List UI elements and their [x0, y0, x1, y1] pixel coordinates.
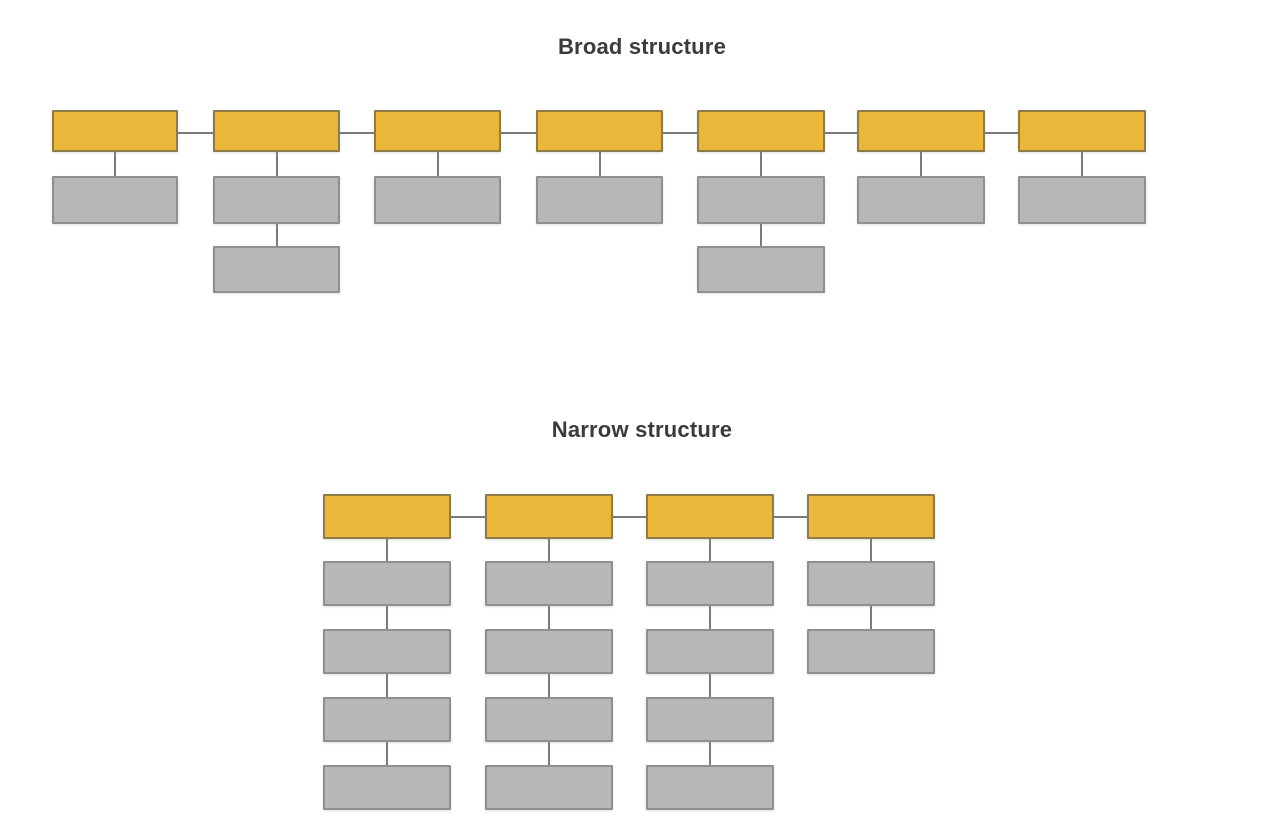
peer-connector-broad-4-to-5 — [663, 132, 697, 134]
sub-node-narrow-3-level-4[interactable] — [646, 765, 774, 810]
lead-node-broad-7[interactable] — [1018, 110, 1146, 152]
report-connector-narrow-2-level-1 — [548, 539, 550, 561]
peer-connector-broad-5-to-6 — [825, 132, 857, 134]
sub-node-narrow-3-level-1[interactable] — [646, 561, 774, 606]
lead-node-broad-1[interactable] — [52, 110, 178, 152]
lead-node-broad-4[interactable] — [536, 110, 663, 152]
peer-connector-broad-2-to-3 — [340, 132, 374, 134]
report-connector-narrow-3-level-2 — [709, 606, 711, 629]
report-connector-broad-7-level-1 — [1081, 152, 1083, 176]
report-connector-broad-2-level-1 — [276, 152, 278, 176]
report-connector-narrow-2-level-4 — [548, 742, 550, 765]
sub-node-narrow-1-level-3[interactable] — [323, 697, 451, 742]
report-connector-narrow-3-level-3 — [709, 674, 711, 697]
sub-node-narrow-1-level-2[interactable] — [323, 629, 451, 674]
peer-connector-narrow-1-to-2 — [451, 516, 485, 518]
lead-node-broad-6[interactable] — [857, 110, 985, 152]
report-connector-broad-3-level-1 — [437, 152, 439, 176]
sub-node-narrow-3-level-2[interactable] — [646, 629, 774, 674]
lead-node-broad-5[interactable] — [697, 110, 825, 152]
report-connector-broad-2-level-2 — [276, 224, 278, 246]
report-connector-narrow-2-level-3 — [548, 674, 550, 697]
report-connector-narrow-1-level-1 — [386, 539, 388, 561]
report-connector-broad-5-level-2 — [760, 224, 762, 246]
sub-node-broad-5-level-1[interactable] — [697, 176, 825, 224]
report-connector-narrow-3-level-4 — [709, 742, 711, 765]
sub-node-narrow-3-level-3[interactable] — [646, 697, 774, 742]
report-connector-broad-1-level-1 — [114, 152, 116, 176]
sub-node-broad-1-level-1[interactable] — [52, 176, 178, 224]
peer-connector-broad-6-to-7 — [985, 132, 1018, 134]
peer-connector-narrow-3-to-4 — [774, 516, 807, 518]
report-connector-narrow-1-level-4 — [386, 742, 388, 765]
sub-node-broad-5-level-2[interactable] — [697, 246, 825, 293]
peer-connector-narrow-2-to-3 — [613, 516, 646, 518]
sub-node-narrow-4-level-2[interactable] — [807, 629, 935, 674]
report-connector-broad-5-level-1 — [760, 152, 762, 176]
sub-node-narrow-2-level-1[interactable] — [485, 561, 613, 606]
sub-node-broad-6-level-1[interactable] — [857, 176, 985, 224]
sub-node-narrow-2-level-4[interactable] — [485, 765, 613, 810]
lead-node-narrow-4[interactable] — [807, 494, 935, 539]
peer-connector-broad-1-to-2 — [178, 132, 213, 134]
sub-node-broad-7-level-1[interactable] — [1018, 176, 1146, 224]
sub-node-narrow-4-level-1[interactable] — [807, 561, 935, 606]
sub-node-broad-4-level-1[interactable] — [536, 176, 663, 224]
report-connector-narrow-1-level-3 — [386, 674, 388, 697]
report-connector-narrow-3-level-1 — [709, 539, 711, 561]
lead-node-narrow-3[interactable] — [646, 494, 774, 539]
lead-node-broad-2[interactable] — [213, 110, 340, 152]
report-connector-narrow-4-level-1 — [870, 539, 872, 561]
report-connector-narrow-2-level-2 — [548, 606, 550, 629]
section-title-broad: Broad structure — [557, 34, 727, 59]
sub-node-broad-2-level-2[interactable] — [213, 246, 340, 293]
sub-node-broad-2-level-1[interactable] — [213, 176, 340, 224]
report-connector-narrow-4-level-2 — [870, 606, 872, 629]
report-connector-broad-6-level-1 — [920, 152, 922, 176]
lead-node-narrow-1[interactable] — [323, 494, 451, 539]
lead-node-broad-3[interactable] — [374, 110, 501, 152]
lead-node-narrow-2[interactable] — [485, 494, 613, 539]
section-title-narrow: Narrow structure — [551, 417, 733, 442]
sub-node-narrow-1-level-1[interactable] — [323, 561, 451, 606]
report-connector-broad-4-level-1 — [599, 152, 601, 176]
report-connector-narrow-1-level-2 — [386, 606, 388, 629]
sub-node-narrow-1-level-4[interactable] — [323, 765, 451, 810]
peer-connector-broad-3-to-4 — [501, 132, 536, 134]
sub-node-broad-3-level-1[interactable] — [374, 176, 501, 224]
sub-node-narrow-2-level-3[interactable] — [485, 697, 613, 742]
sub-node-narrow-2-level-2[interactable] — [485, 629, 613, 674]
